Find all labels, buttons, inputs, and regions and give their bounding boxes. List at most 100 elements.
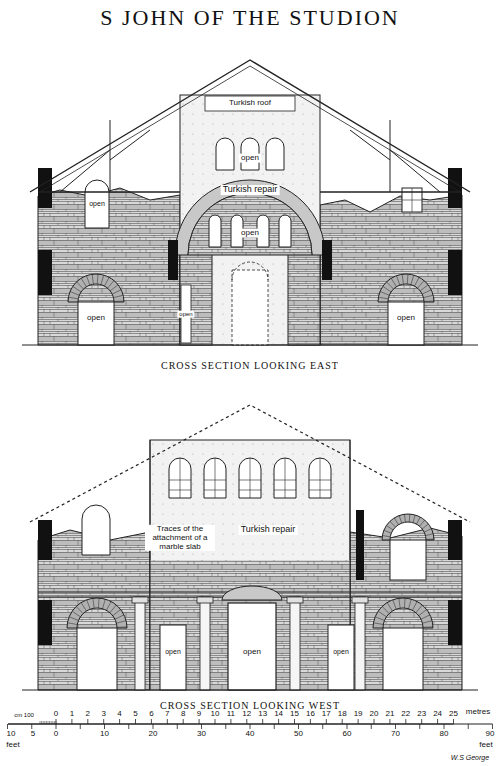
scale-tick xyxy=(374,719,375,724)
annotation: open xyxy=(177,311,194,318)
scale-tick xyxy=(278,719,279,724)
scale-tick xyxy=(419,724,420,729)
scale-label: 6 xyxy=(149,710,153,719)
scale-tick xyxy=(80,724,81,729)
wall-section-cut xyxy=(356,510,364,580)
scale-tick xyxy=(153,724,154,729)
window-panes xyxy=(169,458,191,498)
arch-voussoir xyxy=(414,277,419,286)
arch-voussoir xyxy=(87,600,90,609)
annotation: open xyxy=(239,229,261,238)
scale-tick xyxy=(453,719,454,724)
annotation: open xyxy=(163,648,183,656)
arch-voussoir xyxy=(110,285,118,291)
scale-tick xyxy=(71,719,72,724)
column xyxy=(355,597,365,690)
annotation: Turkish repair xyxy=(239,525,298,535)
arch-voussoir xyxy=(373,623,383,625)
scale-tick xyxy=(49,721,50,724)
scale-tick xyxy=(421,719,422,724)
arch-voussoir xyxy=(409,514,411,522)
scale-label: 12 xyxy=(242,710,251,719)
scale-tick xyxy=(135,719,136,724)
arch-voussoir xyxy=(70,292,79,296)
arch-voussoir xyxy=(375,617,384,621)
scale-tick xyxy=(199,719,200,724)
door-opening xyxy=(383,628,423,690)
scale-tick xyxy=(44,721,45,724)
arch-voussoir xyxy=(380,292,389,296)
roof-line xyxy=(30,60,470,192)
arch-voussoir xyxy=(413,515,415,523)
annotation: open xyxy=(85,314,107,323)
scale-label: 14 xyxy=(274,710,283,719)
clerestory-window xyxy=(169,458,191,498)
column xyxy=(290,597,300,690)
scale-label: 8 xyxy=(181,710,185,719)
nave-wall xyxy=(150,440,350,690)
scale-label: 23 xyxy=(417,710,426,719)
arch-voussoir xyxy=(420,285,428,291)
arch-voussoir xyxy=(110,605,116,613)
wall-section-cut xyxy=(38,250,52,295)
scale-tick xyxy=(371,724,372,729)
arch-voussoir xyxy=(399,598,400,608)
scale-label: 11 xyxy=(227,710,235,719)
scale-tick xyxy=(298,724,299,729)
door-opening xyxy=(77,628,117,690)
wall-section-cut xyxy=(38,168,52,208)
scale-label: feet xyxy=(479,741,492,750)
scale-tick xyxy=(46,721,47,724)
scale-label: 10 xyxy=(211,710,220,719)
door-arch xyxy=(232,262,268,280)
column-capital xyxy=(197,597,213,603)
wall-section-cut xyxy=(38,520,52,560)
arch-voussoir xyxy=(422,621,432,623)
scale-label: 16 xyxy=(306,710,315,719)
scale-tick xyxy=(54,721,55,724)
clerestory-window xyxy=(216,138,234,170)
arch-voussoir xyxy=(386,525,393,529)
arch-voussoir xyxy=(402,274,403,284)
arch-voussoir xyxy=(68,297,78,299)
truss-member xyxy=(60,120,440,192)
pediment-arch xyxy=(222,586,282,600)
window-panes xyxy=(274,458,296,498)
arch-voussoir xyxy=(77,282,84,289)
arch-voussoir xyxy=(419,610,427,616)
wall-section-cut xyxy=(448,250,462,295)
arch-voussoir xyxy=(422,524,428,529)
scale-label: 90 xyxy=(486,730,495,739)
arch-voussoir xyxy=(98,598,100,608)
scale-tick xyxy=(294,719,295,724)
apse-arch xyxy=(175,180,325,255)
scale-tick xyxy=(183,719,184,724)
scale-tick xyxy=(31,724,32,729)
annotation: open xyxy=(395,314,417,323)
ground-line xyxy=(22,690,478,691)
arch-voussoir xyxy=(383,286,391,292)
scale-tick xyxy=(437,719,438,724)
scale-label: 13 xyxy=(258,710,267,719)
arch-voussoir xyxy=(416,605,422,613)
scale-tick xyxy=(151,719,152,724)
arch-voussoir xyxy=(378,611,386,617)
scale-label: cm 100 xyxy=(14,712,34,719)
arch-voussoir xyxy=(421,615,430,619)
scale-tick xyxy=(230,719,231,724)
arch-voussoir xyxy=(423,626,433,627)
wall-section-cut xyxy=(168,240,178,280)
scale-label: 30 xyxy=(197,730,206,739)
scale-label: 20 xyxy=(370,710,379,719)
window-panes xyxy=(204,458,226,498)
door-opening xyxy=(160,625,186,690)
scale-tick xyxy=(342,719,343,724)
arch-voussoir xyxy=(426,539,434,540)
wall-section-cut xyxy=(448,168,462,208)
arch-voussoir xyxy=(117,626,127,627)
column-capital xyxy=(287,597,303,603)
scale-label: 5 xyxy=(133,710,137,719)
arch-voussoir xyxy=(404,514,405,522)
scale-label: 50 xyxy=(294,730,303,739)
